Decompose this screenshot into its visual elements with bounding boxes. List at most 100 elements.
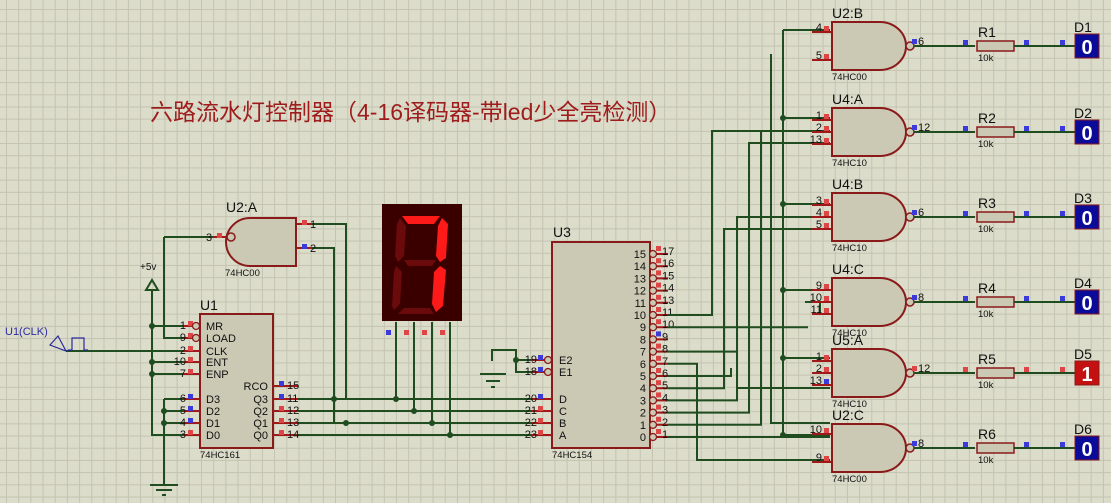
gate-u2a-name: U2:A (226, 199, 258, 215)
output-label: 11 (635, 298, 646, 310)
pin-label: Q0 (253, 430, 268, 442)
resistor-r6[interactable]: R6 10k (963, 426, 1075, 466)
junction-dots (149, 323, 519, 438)
seven-segment-display[interactable] (382, 204, 462, 335)
segment-g (404, 260, 436, 266)
pin-number: 12 (287, 405, 299, 417)
pin-number: 1 (310, 219, 316, 231)
gate-name: U2:B (832, 5, 863, 21)
pin-number: 1 (180, 320, 186, 332)
pin-label: D (559, 394, 567, 406)
pin-label: ENT (206, 357, 228, 369)
logic-probe-d1[interactable]: D10 (1074, 19, 1100, 59)
probe-name: D1 (1074, 19, 1092, 35)
pin-number: 19 (525, 354, 537, 366)
resistor-name: R2 (978, 110, 996, 126)
gate-name: U2:C (832, 407, 864, 423)
pin-number: 14 (662, 283, 674, 295)
pin-label: D2 (206, 406, 220, 418)
pin-number: 9 (816, 280, 822, 292)
pin-label: LOAD (206, 333, 236, 345)
output-label: 14 (634, 261, 646, 273)
gate-u2a[interactable]: U2:A 3 1 2 74HC00 (206, 199, 316, 279)
pin-label: D0 (206, 430, 220, 442)
pin-number: 12 (918, 122, 930, 134)
output-label: 15 (634, 249, 646, 261)
pin-number: 6 (918, 207, 924, 219)
pin-number: 11 (811, 304, 822, 316)
power-terminal[interactable]: +5v (140, 262, 160, 291)
output-label: 2 (640, 408, 646, 420)
chip-u1-device: 74HC161 (200, 450, 240, 461)
probe-state: 1 (1081, 364, 1092, 386)
output-label: 4 (640, 383, 646, 395)
output-label: 13 (634, 273, 646, 285)
pin-label: E1 (559, 367, 572, 379)
probe-state: 0 (1081, 208, 1092, 230)
probe-state: 0 (1081, 439, 1092, 461)
pin-number: 3 (662, 405, 668, 417)
output-label: 7 (640, 347, 646, 359)
pin-number: 2 (662, 417, 668, 429)
pin-number: 8 (662, 344, 668, 356)
pin-label: MR (206, 321, 223, 333)
probe-state: 0 (1081, 123, 1092, 145)
pin-number: 2 (816, 363, 822, 375)
pin-number: 4 (662, 392, 668, 404)
output-label: 8 (640, 334, 646, 346)
pin-number: 12 (918, 363, 930, 375)
gate-u2a-device: 74HC00 (225, 268, 260, 279)
logic-probe-d3[interactable]: D30 (1074, 190, 1100, 230)
pin-number: 4 (816, 22, 822, 34)
pin-number: 3 (816, 195, 822, 207)
clock-generator[interactable]: U1(CLK) (5, 326, 88, 353)
logic-probe-d5[interactable]: D51 (1074, 346, 1100, 386)
pin-number: 11 (662, 307, 673, 319)
pin-number: 3 (206, 232, 212, 244)
pin-label: E2 (559, 355, 572, 367)
clock-source-icon (48, 334, 68, 353)
pin-number: 5 (180, 405, 186, 417)
output-label: 5 (640, 371, 646, 383)
output-label: 12 (634, 286, 646, 298)
segment-c (432, 266, 446, 312)
pin-label: Q1 (253, 418, 268, 430)
pin-label: B (559, 418, 566, 430)
logic-probe-d2[interactable]: D20 (1074, 105, 1100, 145)
logic-probe-d4[interactable]: D40 (1074, 275, 1100, 315)
logic-probe-d6[interactable]: D60 (1074, 421, 1100, 461)
resistor-value: 10k (978, 455, 994, 466)
power-label: +5v (140, 262, 156, 273)
pin-number: 4 (816, 207, 822, 219)
probe-name: D5 (1074, 346, 1092, 362)
gate-device: 74HC00 (832, 72, 867, 83)
pin-number: 9 (816, 452, 822, 464)
resistor-name: R4 (978, 280, 996, 296)
probe-name: D4 (1074, 275, 1092, 291)
pin-number: 9 (180, 332, 186, 344)
pin-number: 1 (662, 429, 668, 441)
pin-number: 1 (816, 110, 822, 122)
output-label: 10 (634, 310, 646, 322)
resistor-value: 10k (978, 224, 994, 235)
pin-label: Q3 (253, 394, 268, 406)
resistor-name: R6 (978, 426, 996, 442)
pin-number: 6 (918, 36, 924, 48)
gate-device: 74HC00 (832, 474, 867, 485)
square-wave-icon (68, 337, 88, 351)
probe-state: 0 (1081, 37, 1092, 59)
